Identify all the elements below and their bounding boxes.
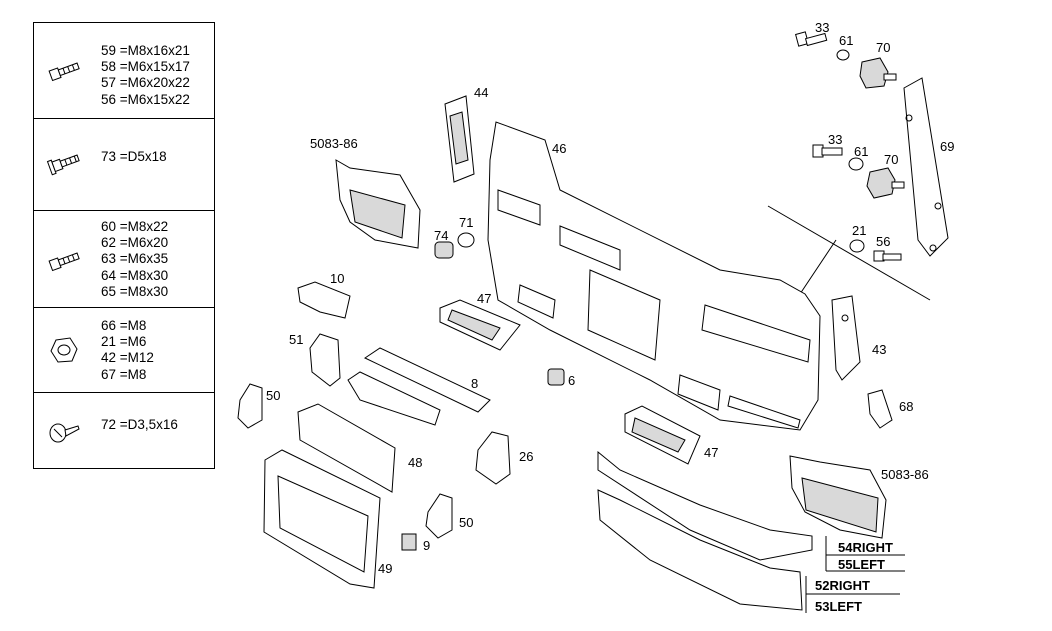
callout-6: 6 [568, 373, 575, 388]
callout-44: 44 [474, 85, 488, 100]
legend-line: 66 =M8 [101, 318, 147, 333]
callout-5083-86: 5083-86 [881, 467, 929, 482]
strip-52-53 [597, 489, 803, 611]
legend-line: 64 =M8x30 [101, 267, 169, 283]
frame-49 [263, 449, 381, 589]
bolt-33-mid [812, 144, 843, 158]
nut-icon [50, 337, 78, 363]
callout-51: 51 [289, 332, 303, 347]
legend-line: 57 =M6x20x22 [101, 75, 190, 91]
bolt-icon [48, 62, 80, 82]
callout-61: 61 [854, 144, 868, 159]
clip-74 [434, 241, 454, 259]
mount-70-mid [866, 167, 905, 199]
stud-56 [873, 250, 902, 262]
washer-61-top [836, 49, 850, 61]
callout-47: 47 [477, 291, 491, 306]
legend-line: 42 =M12 [101, 350, 154, 366]
legend-line: 60 =M8x22 [101, 219, 169, 234]
legend-line: 21 =M6 [101, 334, 147, 350]
callout-8: 8 [471, 376, 478, 391]
cover-48 [297, 403, 396, 493]
fastener-legend: 59 =M8x16x21 58 =M6x15x17 57 =M6x20x22 5… [33, 22, 215, 469]
reference-line [767, 205, 931, 301]
washer-61-mid [848, 157, 864, 171]
callout-21: 21 [852, 223, 866, 238]
bracket-43 [831, 295, 861, 381]
clip-6 [547, 368, 565, 386]
washer-71 [457, 232, 475, 248]
label-52-right: 52RIGHT [815, 578, 870, 593]
bolt-icon [48, 252, 80, 272]
label-53-left: 53LEFT [815, 599, 862, 614]
callout-50: 50 [459, 515, 473, 530]
callout-70: 70 [884, 152, 898, 167]
legend-row: 66 =M8 21 =M6 42 =M12 67 =M8 [34, 308, 214, 393]
bumper-46 [487, 121, 821, 431]
strip-54-55 [597, 450, 813, 561]
callout-71: 71 [459, 215, 473, 230]
legend-line: 67 =M8 [101, 366, 147, 382]
bracket-68 [867, 389, 893, 429]
callout-33: 33 [815, 20, 829, 35]
callout-9: 9 [423, 538, 430, 553]
legend-row: 60 =M8x22 62 =M6x20 63 =M6x35 64 =M8x30 … [34, 211, 214, 308]
callout-5083-86: 5083-86 [310, 136, 358, 151]
support-8 [363, 347, 491, 413]
legend-line: 62 =M6x20 [101, 235, 169, 251]
callout-74: 74 [434, 228, 448, 243]
washer-21 [849, 239, 865, 253]
legend-row: 73 =D5x18 [34, 119, 214, 211]
legend-row: 72 =D3,5x16 [34, 393, 214, 468]
legend-line: 73 =D5x18 [101, 149, 167, 164]
callout-48: 48 [408, 455, 422, 470]
bracket-10 [297, 281, 351, 319]
legend-line: 63 =M6x35 [101, 251, 169, 267]
callout-43: 43 [872, 342, 886, 357]
bracket-50-left [237, 383, 263, 429]
legend-row: 59 =M8x16x21 58 =M6x15x17 57 =M6x20x22 5… [34, 23, 214, 119]
clip-9 [401, 533, 417, 551]
callout-10: 10 [330, 271, 344, 286]
bracket-69 [903, 77, 949, 257]
reference-line [799, 239, 837, 295]
bracket-50-right [425, 493, 453, 539]
legend-line: 58 =M6x15x17 [101, 59, 190, 75]
flange-bolt-icon [46, 154, 80, 176]
callout-69: 69 [940, 139, 954, 154]
callout-70: 70 [876, 40, 890, 55]
callout-50: 50 [266, 388, 280, 403]
label-54-right: 54RIGHT [838, 540, 893, 555]
callout-47: 47 [704, 445, 718, 460]
legend-line: 65 =M8x30 [101, 283, 169, 299]
legend-line: 59 =M8x16x21 [101, 43, 190, 58]
bracket-51 [309, 333, 341, 387]
callout-56: 56 [876, 234, 890, 249]
callout-68: 68 [899, 399, 913, 414]
bracket-26 [475, 431, 511, 485]
legend-line: 56 =M6x15x22 [101, 91, 190, 107]
label-55-left: 55LEFT [838, 557, 885, 572]
callout-33: 33 [828, 132, 842, 147]
callout-49: 49 [378, 561, 392, 576]
callout-26: 26 [519, 449, 533, 464]
legend-line: 72 =D3,5x16 [101, 417, 178, 432]
callout-46: 46 [552, 141, 566, 156]
bolt-33-top [795, 31, 828, 47]
mount-70-top [859, 57, 897, 89]
screw-icon [49, 423, 80, 443]
callout-61: 61 [839, 33, 853, 48]
